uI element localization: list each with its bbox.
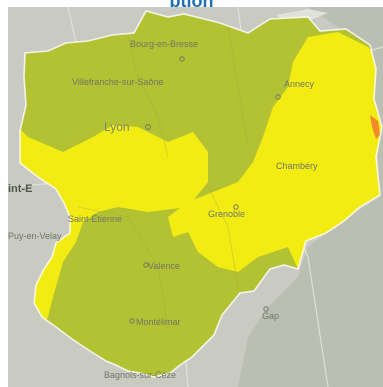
weather-alert-map[interactable]: Bourg-en-Bresse Villefranche-sur-Saône L… bbox=[8, 7, 383, 387]
label-chambery: Chambéry bbox=[276, 161, 318, 171]
label-bagnols: Bagnols-sur-Cèze bbox=[104, 370, 176, 380]
label-valence: Valence bbox=[148, 261, 180, 271]
city-marker-gap bbox=[263, 306, 269, 312]
label-grenoble: Grenoble bbox=[208, 209, 245, 219]
alps-relief bbox=[238, 7, 383, 387]
label-lyon: Lyon bbox=[104, 120, 130, 134]
alert-region bbox=[20, 11, 382, 377]
map-canvas: Bourg-en-Bresse Villefranche-sur-Saône L… bbox=[8, 7, 383, 387]
city-marker-valence bbox=[143, 262, 149, 268]
city-labels: Bourg-en-Bresse Villefranche-sur-Saône L… bbox=[8, 39, 318, 380]
city-marker-annecy bbox=[275, 94, 281, 100]
city-marker-lyon bbox=[145, 124, 151, 130]
label-saint-etienne: Saint-Étienne bbox=[68, 214, 122, 224]
page-title: ption bbox=[169, 0, 214, 11]
label-annecy: Annecy bbox=[284, 79, 315, 89]
city-marker-grenoble bbox=[233, 204, 239, 210]
label-puy: Puy-en-Velay bbox=[8, 231, 62, 241]
page-header: ption bbox=[0, 0, 383, 12]
yellow-zone-east bbox=[168, 32, 382, 272]
city-marker-bourg bbox=[179, 56, 185, 62]
label-villefranche: Villefranche-sur-Saône bbox=[72, 77, 163, 87]
label-montelimar: Montélimar bbox=[136, 317, 181, 327]
label-bourg: Bourg-en-Bresse bbox=[130, 39, 198, 49]
label-edge-left: int-E bbox=[8, 183, 32, 195]
orange-alert-border bbox=[370, 115, 380, 139]
city-marker-montelimar bbox=[129, 318, 135, 324]
label-gap: Gap bbox=[262, 311, 279, 321]
department-borders bbox=[77, 26, 249, 328]
yellow-zone-central bbox=[20, 117, 208, 337]
region-outline bbox=[19, 10, 383, 378]
